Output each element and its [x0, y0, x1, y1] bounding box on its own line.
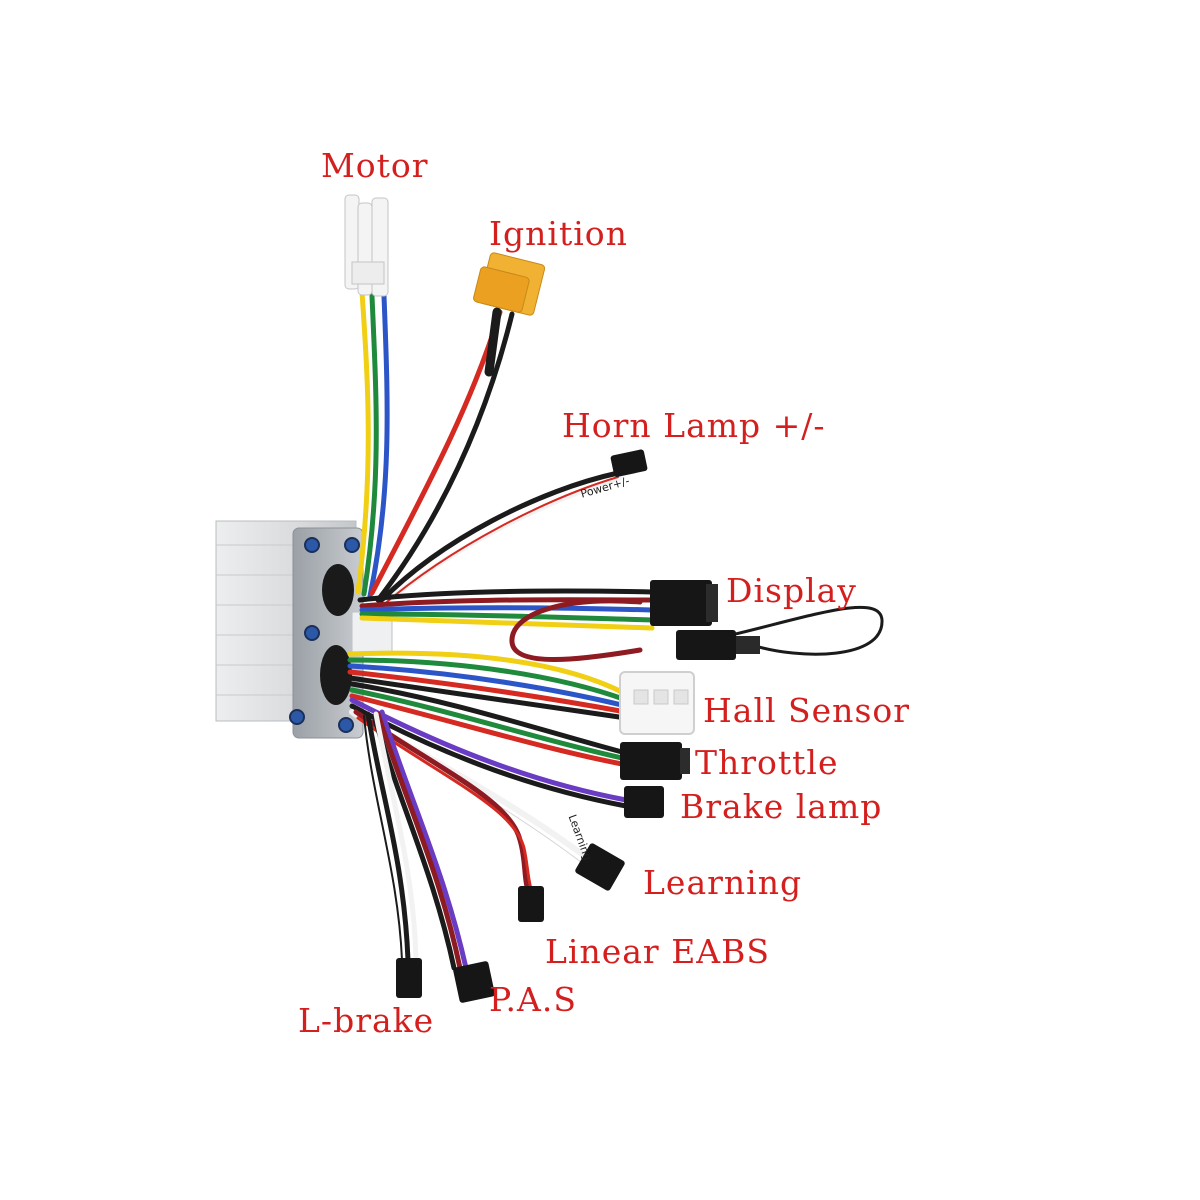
- mounting-screw-icon: [289, 537, 360, 733]
- throttle-connector: [620, 742, 690, 780]
- motor-wires: [355, 289, 390, 599]
- cable-grommet: [320, 564, 354, 705]
- hall-sensor-wires: [347, 650, 629, 721]
- l-brake-label: L-brake: [298, 1001, 435, 1040]
- linear-eabs-connector: [518, 886, 544, 922]
- ignition-wires: [369, 307, 515, 603]
- display-wires: [357, 588, 884, 662]
- brake-lamp-connector: [624, 786, 664, 818]
- horn-lamp-wires: [377, 470, 623, 609]
- display-connector: [650, 580, 760, 660]
- throttle-label: Throttle: [695, 743, 839, 782]
- throttle-wires: [349, 681, 625, 767]
- l-brake-wires: [363, 711, 419, 963]
- horn-lamp-label: Horn Lamp +/-: [562, 406, 826, 445]
- pas-label: P.A.S: [489, 980, 577, 1019]
- hall-sensor-connector: [619, 671, 695, 735]
- display-label: Display: [726, 571, 857, 610]
- horn-lamp-connector: [610, 449, 648, 477]
- linear-eabs-label: Linear EABS: [545, 932, 770, 971]
- ignition-connector: [473, 252, 546, 316]
- hall-sensor-label: Hall Sensor: [703, 691, 911, 730]
- l-brake-connector: [396, 958, 422, 998]
- brake-lamp-label: Brake lamp: [680, 787, 883, 826]
- motor-connector: [344, 194, 389, 297]
- pas-connector: [453, 961, 495, 1003]
- learning-connector: [575, 843, 625, 891]
- ignition-label: Ignition: [489, 214, 628, 253]
- motor-label: Motor: [321, 146, 429, 185]
- learning-label: Learning: [643, 863, 803, 902]
- linear-eabs-wires: [353, 709, 534, 894]
